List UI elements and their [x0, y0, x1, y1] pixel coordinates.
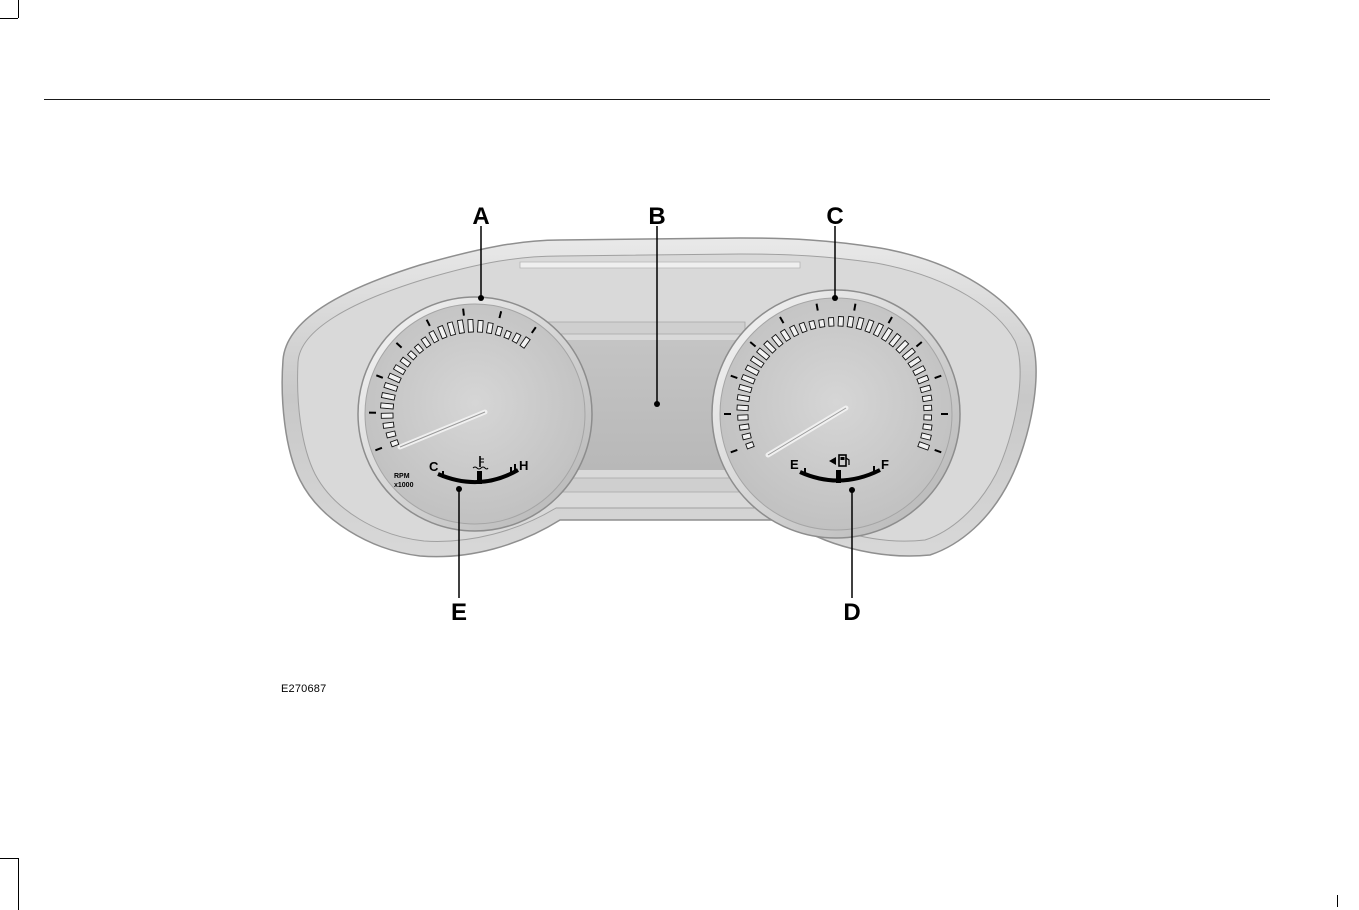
fuel-gauge-tick [804, 468, 806, 475]
fuel-level-marker [836, 470, 841, 483]
dial-bar-graduation [477, 320, 483, 332]
dial-bar-graduation [739, 424, 749, 430]
callout-a-label: A [472, 203, 489, 230]
coolant-temp-marker [477, 471, 482, 484]
fuel-gauge-tick [873, 466, 875, 473]
dial-bar-graduation [924, 405, 932, 411]
dial-bar-graduation [737, 405, 748, 411]
coolant-cold-label: C [429, 459, 439, 474]
coolant-temp-tick [510, 467, 512, 474]
tachometer: C H RPM x1000 [358, 297, 592, 531]
coolant-hot-label: H [519, 458, 528, 473]
figure-id-label: E270687 [281, 683, 326, 695]
speedometer: E F [712, 290, 960, 538]
dial-bar-graduation [922, 395, 932, 401]
dial-bar-graduation [383, 422, 394, 428]
coolant-temp-tick [442, 471, 444, 478]
dial-major-tick [854, 304, 855, 311]
dial-major-tick [817, 304, 818, 311]
fuel-full-label: F [881, 457, 889, 472]
dial-bar-graduation [923, 424, 932, 430]
fuel-empty-label: E [790, 457, 799, 472]
dial-bar-graduation [381, 403, 394, 409]
callout-c-label: C [826, 203, 843, 230]
callout-b-label: B [648, 203, 665, 230]
dial-bar-graduation [381, 413, 393, 418]
rpm-unit-label: RPM [394, 473, 410, 480]
dial-bar-graduation [829, 318, 834, 327]
dial-bar-graduation [838, 317, 843, 327]
dial-bar-graduation [468, 319, 474, 332]
dial-bar-graduation [847, 316, 854, 327]
dial-bar-graduation [924, 415, 932, 420]
dial-bar-graduation [819, 319, 825, 327]
dial-bar-graduation [738, 415, 748, 420]
callout-e-label: E [451, 599, 467, 626]
rpm-multiplier-label: x1000 [394, 482, 414, 489]
callout-d-label: D [843, 599, 860, 626]
coolant-temp-tick [514, 464, 516, 472]
dial-major-tick [463, 309, 464, 316]
